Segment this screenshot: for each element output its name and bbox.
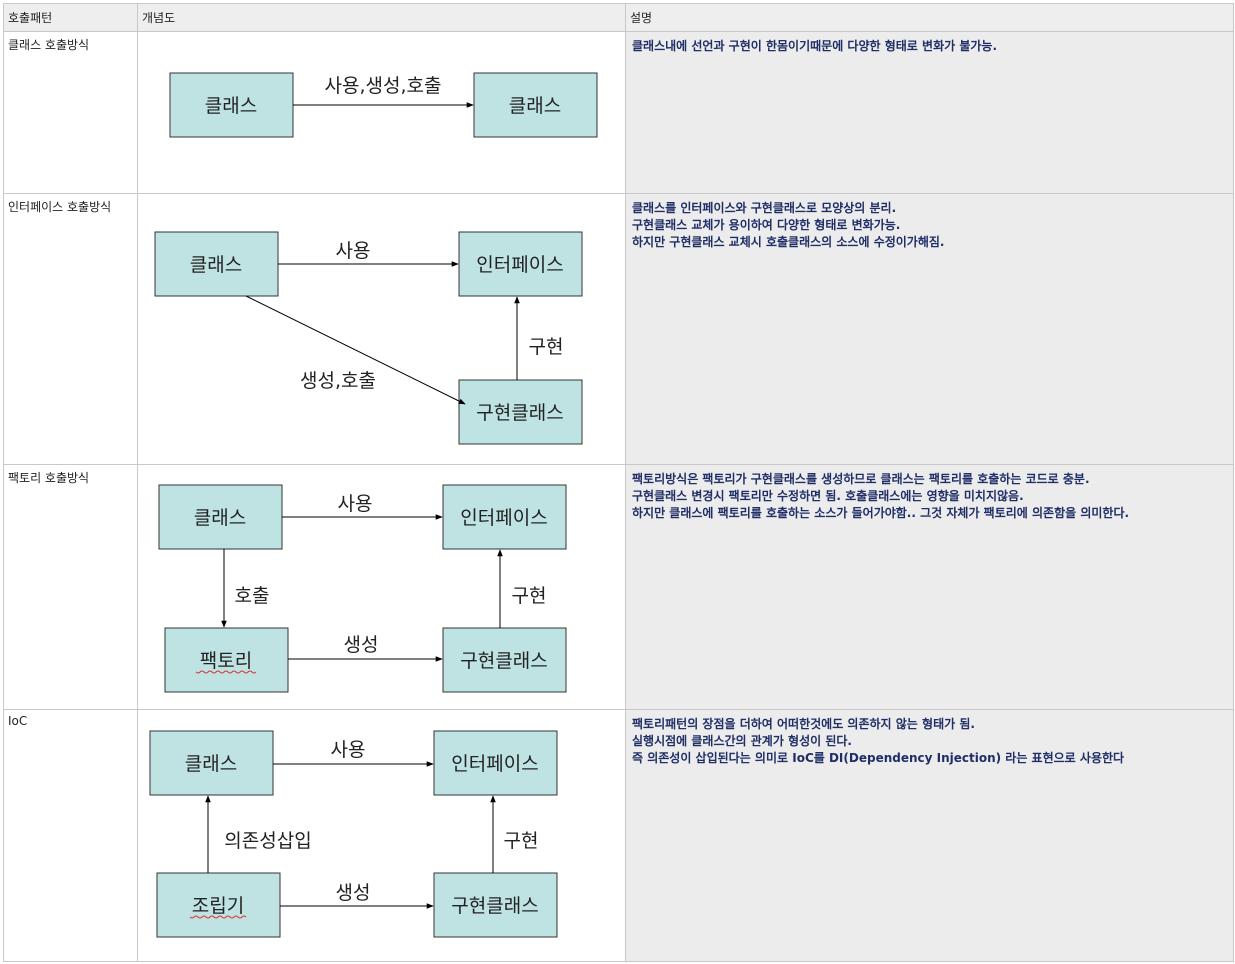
concept-diagram: 클래스 인터페이스 팩토리 구현클래스 사용 호출 생성 구현 <box>137 464 626 710</box>
description-cell: 클래스내에 선언과 구현이 한몸이기때문에 다양한 형태로 변화가 불가능. <box>625 31 1234 194</box>
implements-label: 구현 <box>504 830 539 852</box>
interface-box-label: 인터페이스 <box>451 753 538 775</box>
concept-diagram: 클래스 인터페이스 조립기 구현클래스 사용 의존성삽입 생성 구현 <box>137 709 626 962</box>
pattern-name: IoC <box>3 709 138 962</box>
impl-class-box <box>458 379 583 445</box>
header-pattern: 호출패턴 <box>3 3 138 32</box>
class-box <box>158 484 283 550</box>
header-description: 설명 <box>625 3 1234 32</box>
description-line: 팩토리방식은 팩토리가 구현클래스를 생성하므로 클래스는 팩토리를 호출하는 … <box>632 472 1090 486</box>
call-label: 호출 <box>235 585 270 607</box>
class-box-label: 클래스 <box>190 254 242 276</box>
header-row: 호출패턴 개념도 설명 <box>3 3 1234 32</box>
description-line: 하지만 구현클래스 교체시 호출클래스의 소스에 수정이가해짐. <box>632 235 945 249</box>
class-box-label: 클래스 <box>194 507 246 529</box>
class-box-label: 클래스 <box>509 95 561 117</box>
inject-label: 의존성삽입 <box>224 830 311 852</box>
create-label: 생성 <box>336 882 371 904</box>
table-row: IoC 클래스 인터페이스 조립기 구현클래스 사용 의존성삽입 생성 구현 <box>3 709 1234 962</box>
table-row: 팩토리 호출방식 클래스 인터페이스 팩토리 구현클래스 사용 호출 생성 구현 <box>3 464 1234 710</box>
spellcheck-underline <box>195 670 257 674</box>
description-cell: 팩토리패턴의 장점을 더하여 어떠한것에도 의존하지 않는 형태가 됨. 실행시… <box>625 709 1234 962</box>
interface-box <box>458 231 583 297</box>
description-line: 클래스를 인터페이스와 구현클래스로 모양상의 분리. <box>632 201 897 215</box>
description-cell: 클래스를 인터페이스와 구현클래스로 모양상의 분리. 구현클래스 교체가 용이… <box>625 193 1234 465</box>
create-label: 생성 <box>344 634 379 656</box>
use-label: 사용 <box>338 493 373 515</box>
impl-class-box <box>442 627 567 693</box>
description-line: 팩토리패턴의 장점을 더하여 어떠한것에도 의존하지 않는 형태가 됨. <box>632 717 975 731</box>
arrow-label: 사용,생성,호출 <box>325 75 442 97</box>
interface-box <box>433 730 558 796</box>
description-line: 즉 의존성이 삽입된다는 의미로 IoC를 DI(Dependency Inje… <box>632 751 1125 765</box>
description-line: 하지만 클래스에 팩토리를 호출하는 소스가 들어가야함.. 그것 자체가 팩토… <box>632 506 1130 520</box>
impl-class-box-label: 구현클래스 <box>451 895 538 917</box>
interface-box-label: 인터페이스 <box>460 507 547 529</box>
class-box <box>154 231 279 297</box>
concept-diagram: 클래스 클래스 사용,생성,호출 <box>137 31 626 194</box>
class-box <box>169 72 294 138</box>
class-box-label: 클래스 <box>185 753 237 775</box>
impl-class-box-label: 구현클래스 <box>460 650 547 672</box>
create-call-arrow <box>245 295 466 405</box>
table-row: 클래스 호출방식 클래스 클래스 사용,생성,호출 클래스내에 선언과 구현이 … <box>3 31 1234 194</box>
spellcheck-underline <box>189 915 247 919</box>
create-call-label: 생성,호출 <box>300 370 376 392</box>
implements-label: 구현 <box>529 336 564 358</box>
pattern-name: 팩토리 호출방식 <box>3 464 138 710</box>
impl-class-box <box>433 872 558 938</box>
assembler-box-label: 조립기 <box>192 895 244 917</box>
description-line: 구현클래스 교체가 용이하여 다양한 형태로 변화가능. <box>632 218 901 232</box>
pattern-name: 클래스 호출방식 <box>3 31 138 194</box>
factory-box <box>164 627 289 693</box>
impl-class-box-label: 구현클래스 <box>476 402 563 424</box>
pattern-name: 인터페이스 호출방식 <box>3 193 138 465</box>
class-box <box>473 72 598 138</box>
class-box-label: 클래스 <box>205 95 257 117</box>
use-label: 사용 <box>336 240 371 262</box>
use-label: 사용 <box>331 739 366 761</box>
interface-box <box>442 484 567 550</box>
concept-diagram: 클래스 인터페이스 구현클래스 사용 생성,호출 구현 <box>137 193 626 465</box>
assembler-box <box>156 872 281 938</box>
class-box <box>149 730 274 796</box>
header-diagram: 개념도 <box>137 3 626 32</box>
factory-box-label: 팩토리 <box>200 650 252 672</box>
description-line: 구현클래스 변경시 팩토리만 수정하면 됨. 호출클래스에는 영향을 미치지않음… <box>632 489 1024 503</box>
implements-label: 구현 <box>512 585 547 607</box>
description-line: 실행시점에 클래스간의 관계가 형성이 된다. <box>632 734 852 748</box>
ioc-pattern-table: 호출패턴 개념도 설명 클래스 호출방식 클래스 클래스 사용,생성,호출 클래… <box>3 3 1234 962</box>
table-row: 인터페이스 호출방식 클래스 인터페이스 구현클래스 사용 생성,호출 구현 클… <box>3 193 1234 465</box>
description-line: 클래스내에 선언과 구현이 한몸이기때문에 다양한 형태로 변화가 불가능. <box>632 39 998 53</box>
interface-box-label: 인터페이스 <box>476 254 563 276</box>
description-cell: 팩토리방식은 팩토리가 구현클래스를 생성하므로 클래스는 팩토리를 호출하는 … <box>625 464 1234 710</box>
